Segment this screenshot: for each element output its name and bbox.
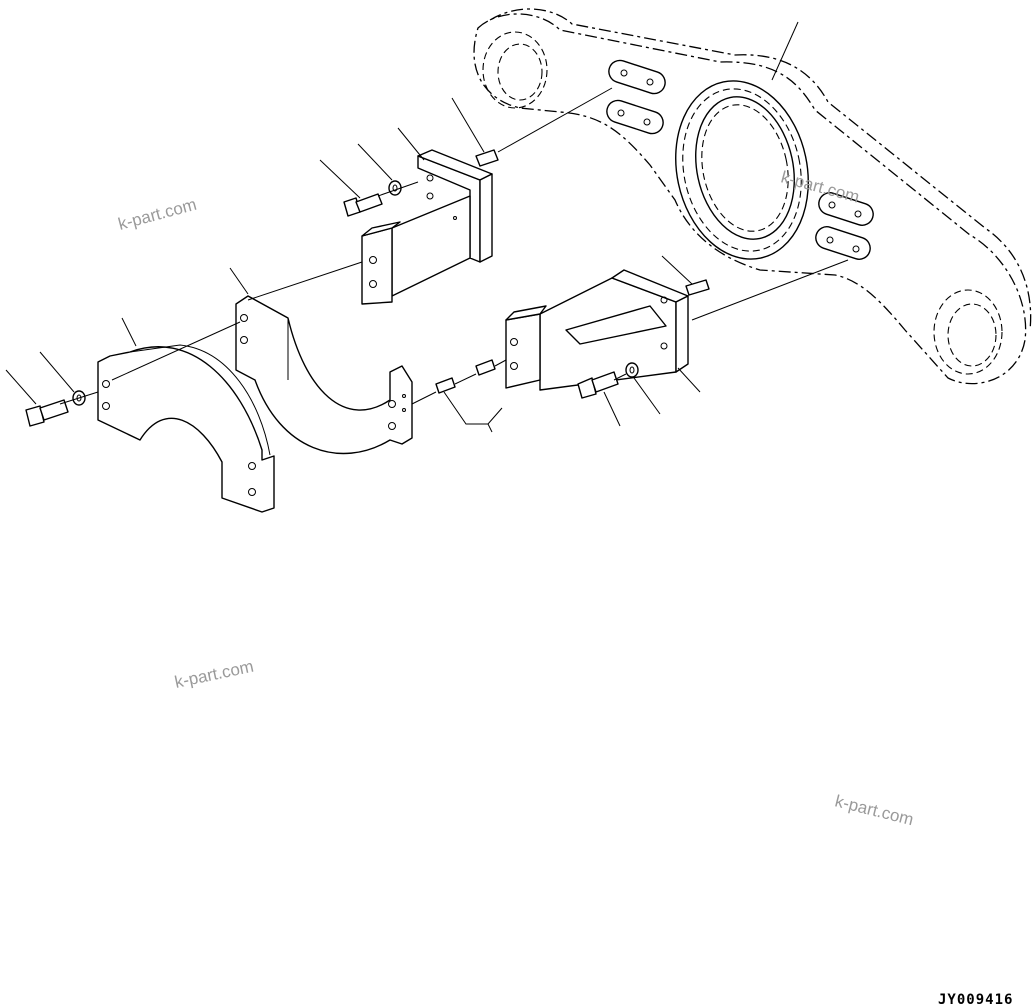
- bolt-lower: [577, 371, 619, 399]
- bolt-left: [25, 399, 69, 427]
- assembly-lines: [59, 87, 849, 405]
- dowel-pin-right: [685, 279, 710, 296]
- leader-lines: [5, 21, 799, 433]
- dowel-pin-upper: [475, 149, 499, 167]
- bearing-cap-inner: [235, 295, 413, 455]
- mount-pad-lower-right: [815, 226, 871, 260]
- watermark: k-part.com: [116, 195, 198, 234]
- washer-lower: [625, 362, 639, 378]
- drawing-code: JY009416: [938, 992, 1013, 1007]
- washer-upper: [388, 180, 402, 196]
- upper-bracket: [361, 149, 493, 305]
- lower-bracket: [505, 269, 689, 391]
- mount-pad-lower-left: [606, 99, 664, 135]
- mount-pad-upper-right: [818, 192, 874, 226]
- mount-pad-upper-left: [608, 59, 666, 95]
- bolt-upper: [343, 193, 383, 217]
- watermark: k-part.com: [173, 657, 255, 692]
- dowel-pin-mid-1: [475, 359, 496, 376]
- equalizer-bar: [473, 8, 1032, 385]
- watermark: k-part.com: [833, 791, 916, 829]
- dowel-pin-mid-2: [435, 377, 456, 394]
